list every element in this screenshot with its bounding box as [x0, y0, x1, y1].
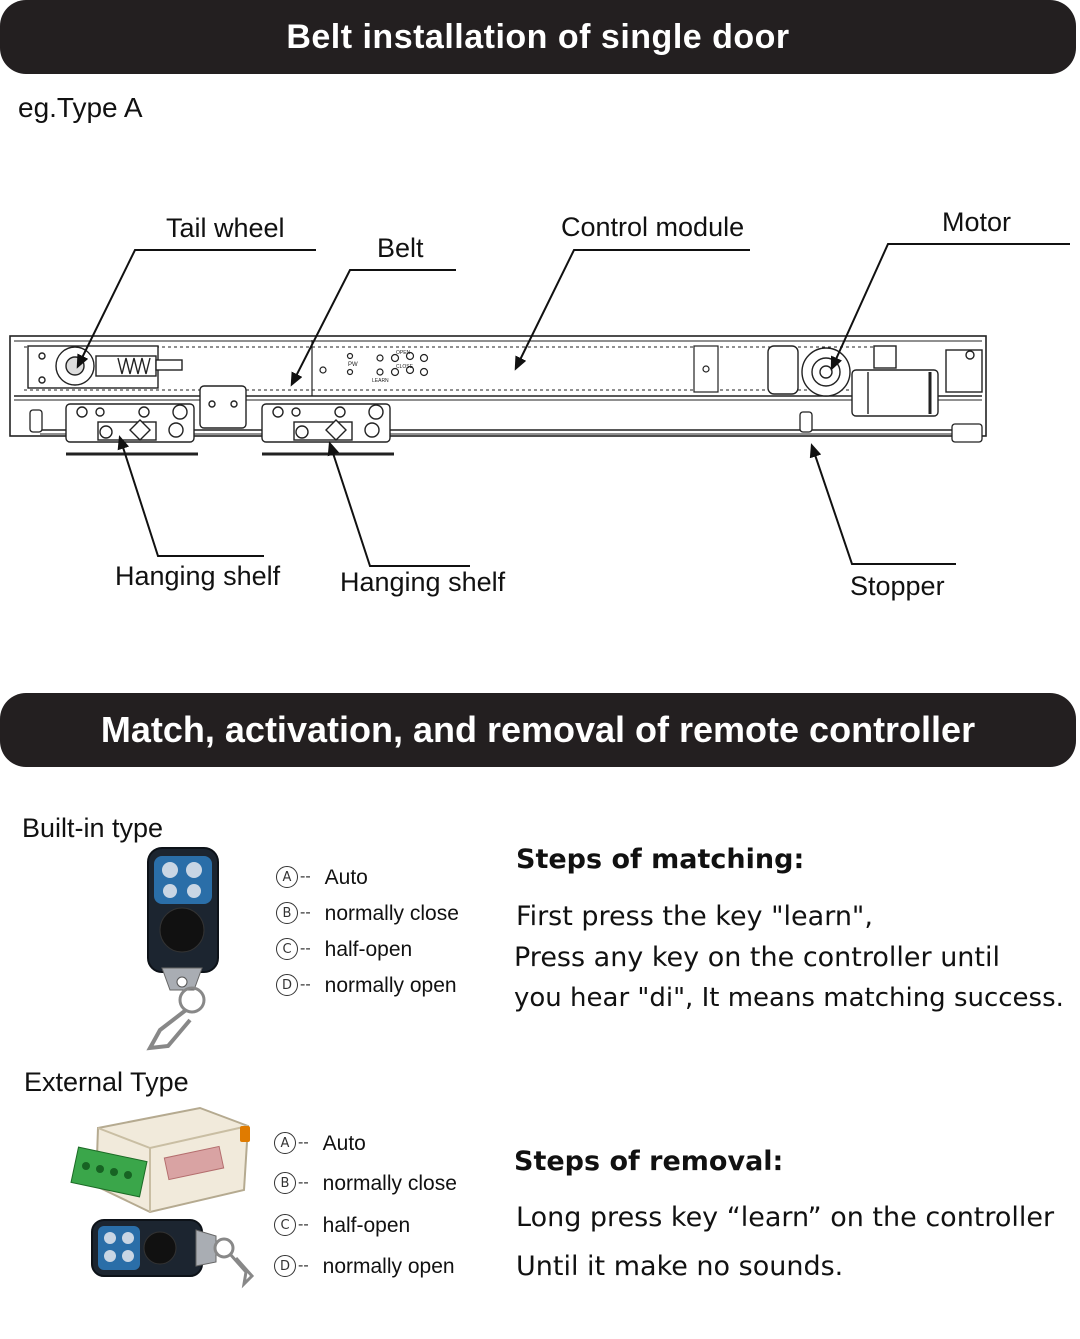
external-option-b: B-- normally close [274, 1172, 457, 1194]
matching-line-1: First press the key "learn", [516, 901, 873, 932]
end-caps [29, 409, 983, 443]
matching-line-2: Press any key on the controller until [514, 942, 1001, 973]
hanging-shelf-left [65, 385, 247, 456]
builtin-remote-icon [146, 847, 219, 1051]
label-hanging-shelf-2: Hanging shelf [340, 567, 506, 597]
circle-a-icon: A [274, 1132, 296, 1154]
external-type-title: External Type [24, 1067, 189, 1097]
removal-line-1: Long press key “learn” on the controller [516, 1202, 1055, 1233]
builtin-option-a: A-- Auto [276, 866, 368, 888]
label-belt: Belt [377, 233, 424, 263]
section-banner-remote-controller: Match, activation, and removal of remote… [0, 693, 1076, 767]
motor-graphic [767, 345, 983, 417]
builtin-option-b: B-- normally close [276, 902, 459, 924]
removal-line-2: Until it make no sounds. [516, 1251, 844, 1282]
section-title: Belt installation of single door [286, 17, 790, 56]
removal-heading: Steps of removal: [514, 1146, 784, 1177]
circle-b-icon: B [274, 1172, 296, 1194]
circle-c-icon: C [276, 938, 298, 960]
external-option-d: D-- normally open [274, 1255, 455, 1277]
matching-heading: Steps of matching: [516, 844, 805, 875]
circle-d-icon: D [274, 1255, 296, 1277]
label-motor: Motor [942, 207, 1012, 237]
callout-lines [76, 243, 1070, 567]
door-operator-diagram: PW OPEN CLOSE LEARN [9, 243, 1070, 567]
control-module-graphic [311, 340, 719, 396]
module-pw-label: PW [348, 362, 358, 368]
module-close-label: CLOSE [396, 364, 414, 370]
circle-b-icon: B [276, 902, 298, 924]
tail-wheel-assembly [27, 345, 183, 389]
circle-c-icon: C [274, 1214, 296, 1236]
circle-a-icon: A [276, 866, 298, 888]
section-banner-belt-installation: Belt installation of single door [0, 0, 1076, 74]
builtin-option-d: D-- normally open [276, 974, 457, 996]
section-title: Match, activation, and removal of remote… [100, 709, 976, 750]
module-open-label: OPEN [396, 350, 411, 356]
module-learn-label: LEARN [372, 378, 389, 384]
external-option-c: C-- half-open [274, 1214, 410, 1236]
external-option-a: A-- Auto [274, 1132, 366, 1154]
external-receiver-icon [70, 1106, 250, 1214]
label-tail-wheel: Tail wheel [166, 213, 285, 243]
circle-d-icon: D [276, 974, 298, 996]
hanging-shelf-right [261, 403, 394, 456]
label-control-module: Control module [561, 212, 745, 242]
matching-line-3: you hear "di", It means matching success… [514, 983, 1064, 1013]
label-stopper: Stopper [850, 571, 945, 601]
label-hanging-shelf-1: Hanging shelf [115, 561, 281, 591]
builtin-option-c: C-- half-open [276, 938, 412, 960]
builtin-type-title: Built-in type [22, 813, 164, 843]
type-subtitle: eg.Type A [18, 92, 143, 123]
external-remote-icon [91, 1219, 255, 1289]
